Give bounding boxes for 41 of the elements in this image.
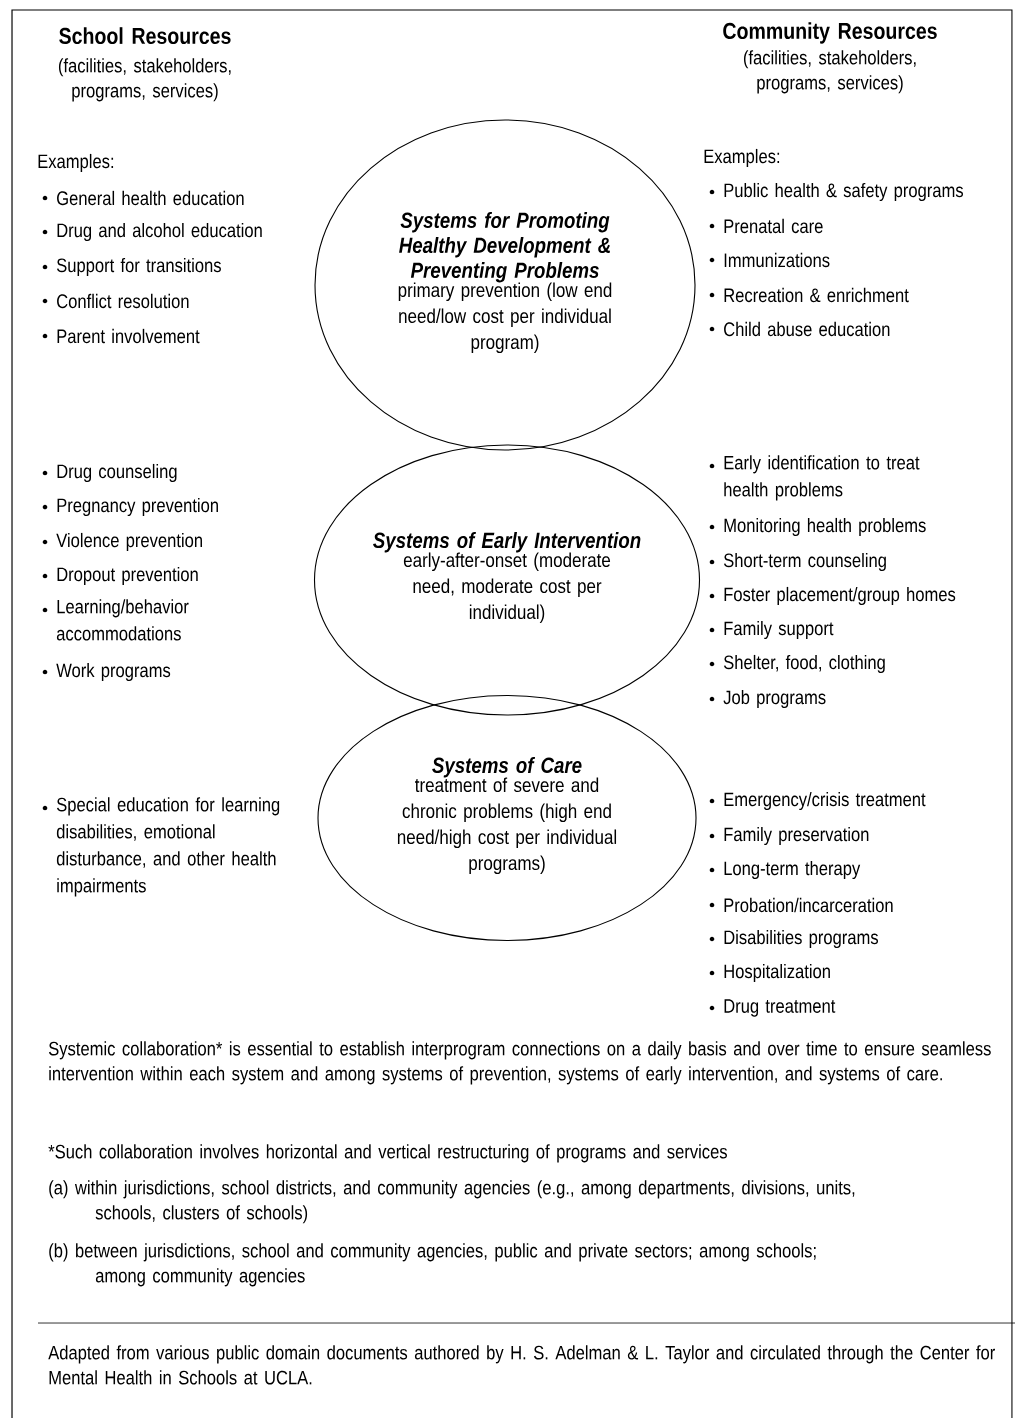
bullet-item: Dropout prevention [42,566,198,586]
column-subheading: (facilities, stakeholders, programs, services) [743,50,916,94]
bullet-item: Early identification to treat health problems [709,455,920,501]
bullet-item: Monitoring health problems [709,517,926,537]
bullet-item: Emergency/crisis treatment [709,791,926,811]
examples-label: Examples: [38,153,114,173]
note-text: Adapted from various public domain documents authored by H. S. Adelman & L. Taylor and circulated through the Center for Mental Health in Schools at UCLA. [48,1345,995,1385]
note-item: (b) between jurisdictions, school and community agencies, public and private sectors; among schools; among community agencies [49,1243,816,1287]
bullet-item: Shelter, food, clothing [709,654,885,674]
bullet-item: Family support [709,620,834,640]
bullet-item: Conflict resolution [42,293,189,309]
bullet-item: Learning/behavior accommodations [42,599,189,641]
column-heading: Community Resources [723,22,937,44]
note-item: (a) within jurisdictions, school districts, and community agencies (e.g., among departments, divisions, units, schools, clusters of schools) [49,1180,855,1224]
bullet-item: Support for transitions [42,257,221,277]
column-subheading: (facilities, stakeholders, programs, services) [58,58,231,102]
bullet-item: Public health & safety programs [709,182,964,202]
bullet-item: Drug counseling [42,463,177,483]
bullet-item: Special education for learning disabilities, emotional disturbance, and other health impairments [42,797,280,897]
bullet-item: Work programs [42,662,171,682]
bullet-item: Hospitalization [709,963,830,983]
bullet-item: Immunizations [709,252,830,268]
bullet-item: Foster placement/group homes [709,586,956,606]
bullet-item: Parent involvement [42,328,200,344]
bullet-item: Short-term counseling [709,552,886,572]
bullet-item: Disabilities programs [709,929,878,949]
column-heading: School Resources [59,27,231,45]
bullet-item: Family preservation [709,826,869,846]
bullet-item: Pregnancy prevention [42,497,218,517]
note-text: *Such collaboration involves horizontal and vertical restructuring of programs and services [48,1144,727,1163]
bullet-item: Recreation & enrichment [709,287,909,303]
bullet-item: Prenatal care [709,218,823,234]
note-text: Systemic collaboration* is essential to establish interprogram connections on a daily basis and over time to ensure seamless intervention within each system and among systems of prevention, systems of early intervention, and systems of care. [48,1041,991,1085]
bullet-item: Long-term therapy [709,860,861,880]
bullet-item: Violence prevention [42,532,202,552]
bullet-item: General health education [42,190,244,206]
bullet-item: Drug treatment [709,999,836,1017]
bullet-item: Probation/incarceration [709,897,893,913]
bullet-item: Job programs [709,689,826,709]
bullet-item: Drug and alcohol education [42,222,262,242]
bullet-item: Child abuse education [709,321,890,337]
